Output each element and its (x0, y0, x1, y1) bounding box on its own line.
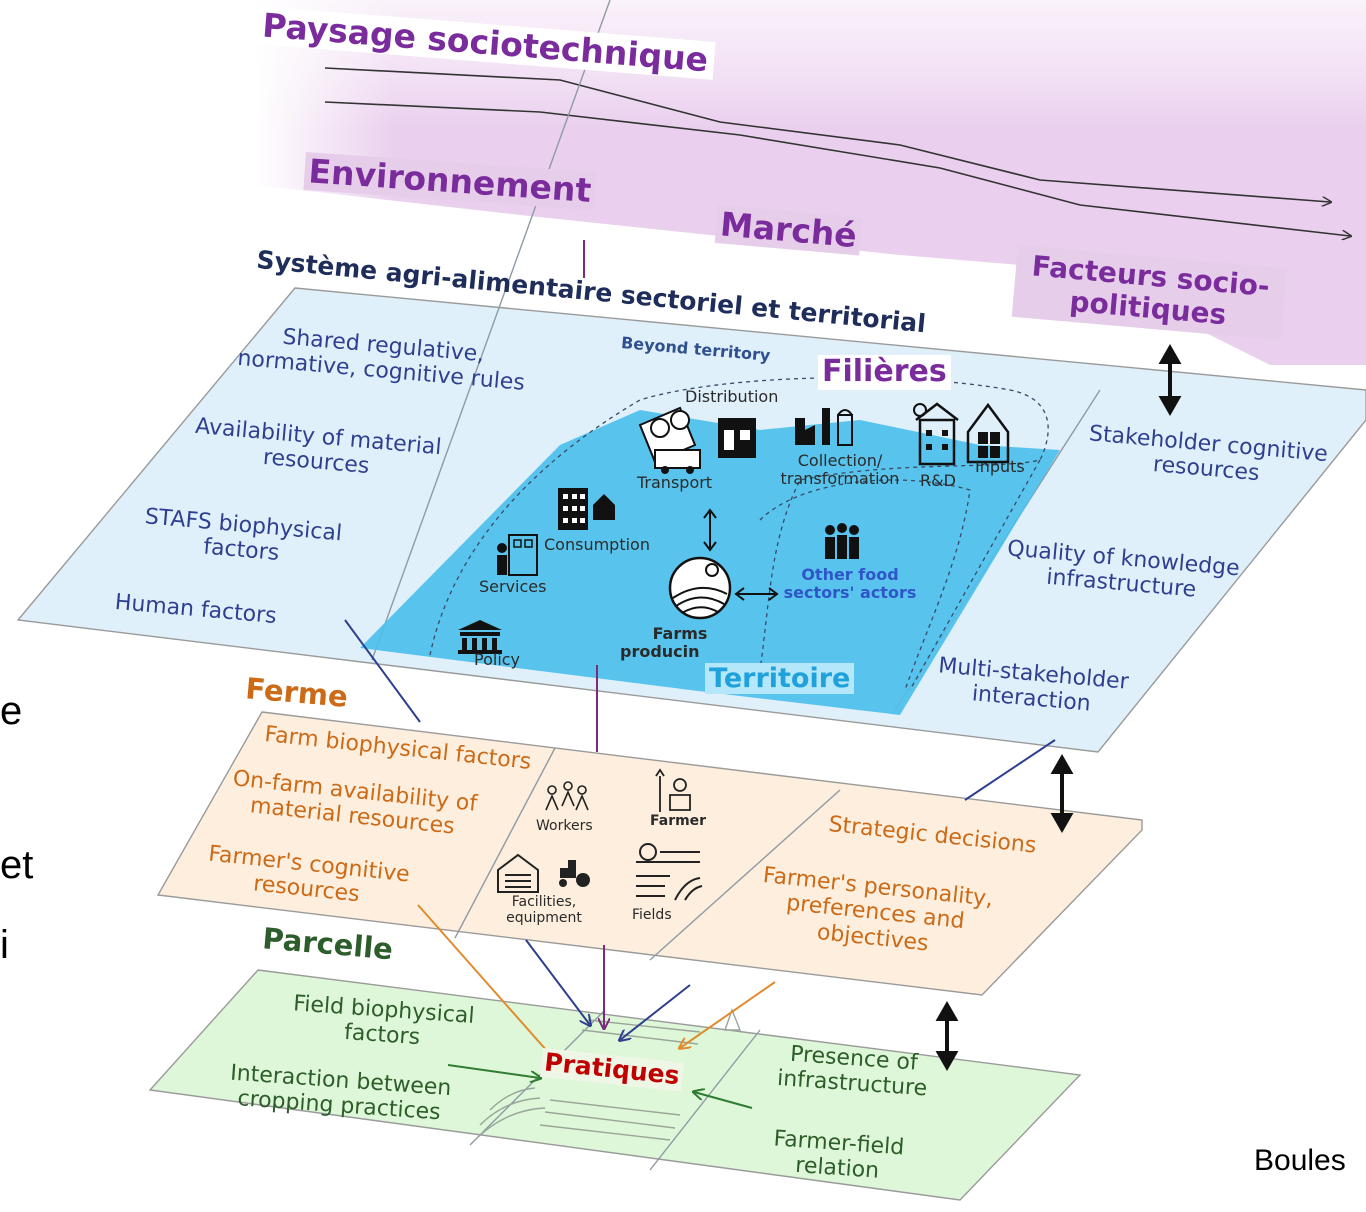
transport-label: Transport (637, 473, 713, 492)
icon-label-line: Facilities, (511, 894, 577, 910)
rd-label: R&D (920, 471, 956, 490)
distribution-label: Distribution (685, 387, 779, 406)
fields-icon (636, 843, 703, 901)
icon-label-line: Collection/ (797, 451, 883, 470)
facilities-barn-icon (497, 853, 539, 893)
distribution-store-icon (718, 418, 756, 458)
farms-label: Farms producin (620, 624, 740, 662)
inputs-label: Inputs (975, 457, 1025, 476)
fields-label: Fields (632, 907, 672, 923)
level-double-arrows (935, 343, 1182, 1072)
filieres-label: Filières (818, 354, 951, 390)
inputs-warehouse-icon (966, 402, 1010, 464)
facilities-label: Facilities, equipment (494, 894, 594, 926)
services-label: Services (479, 577, 547, 596)
consumption-buildings-icon (558, 488, 615, 530)
icon-label-line: Farms (652, 624, 708, 643)
icon-label-line: Other food (801, 565, 899, 584)
icon-label-line: sectors' actors (783, 583, 917, 603)
territoire-label: Territoire (705, 663, 855, 695)
icon-label-line: producin (620, 642, 700, 662)
rd-building-icon (913, 402, 959, 466)
farm-plane (156, 711, 1143, 996)
farmer-icon (655, 768, 691, 812)
workers-icon (545, 781, 589, 811)
margin-fragment-1: e (0, 689, 23, 733)
margin-fragment-3: i (0, 923, 9, 967)
landscape-trend-lines (324, 67, 1350, 236)
people-group-icon (825, 523, 859, 559)
farm-field-circle-icon (668, 556, 732, 620)
collection-label: Collection/ transformation (765, 451, 915, 489)
farmer-label: Farmer (650, 813, 707, 829)
human-factors-link (344, 619, 421, 723)
policy-building-icon (458, 620, 502, 654)
territory-dashed-zones (429, 377, 1049, 691)
consumption-label: Consumption (544, 535, 650, 554)
services-icon (497, 534, 538, 576)
transport-icon (638, 406, 701, 474)
other-food-actors-label: Other food sectors' actors (780, 565, 920, 603)
icon-label-line: transformation (780, 469, 900, 489)
factory-icon (795, 408, 853, 446)
citation-fragment: Boules (1254, 1144, 1346, 1177)
consumption-farm-arrow (703, 508, 717, 552)
farm-other-actors-arrow (734, 587, 779, 601)
icon-label-line: equipment (506, 910, 582, 927)
policy-label: Policy (474, 650, 521, 669)
influence-arrows (417, 739, 1056, 1109)
margin-fragment-2: et (0, 843, 34, 887)
tractor-icon (559, 860, 590, 887)
workers-label: Workers (536, 818, 593, 834)
